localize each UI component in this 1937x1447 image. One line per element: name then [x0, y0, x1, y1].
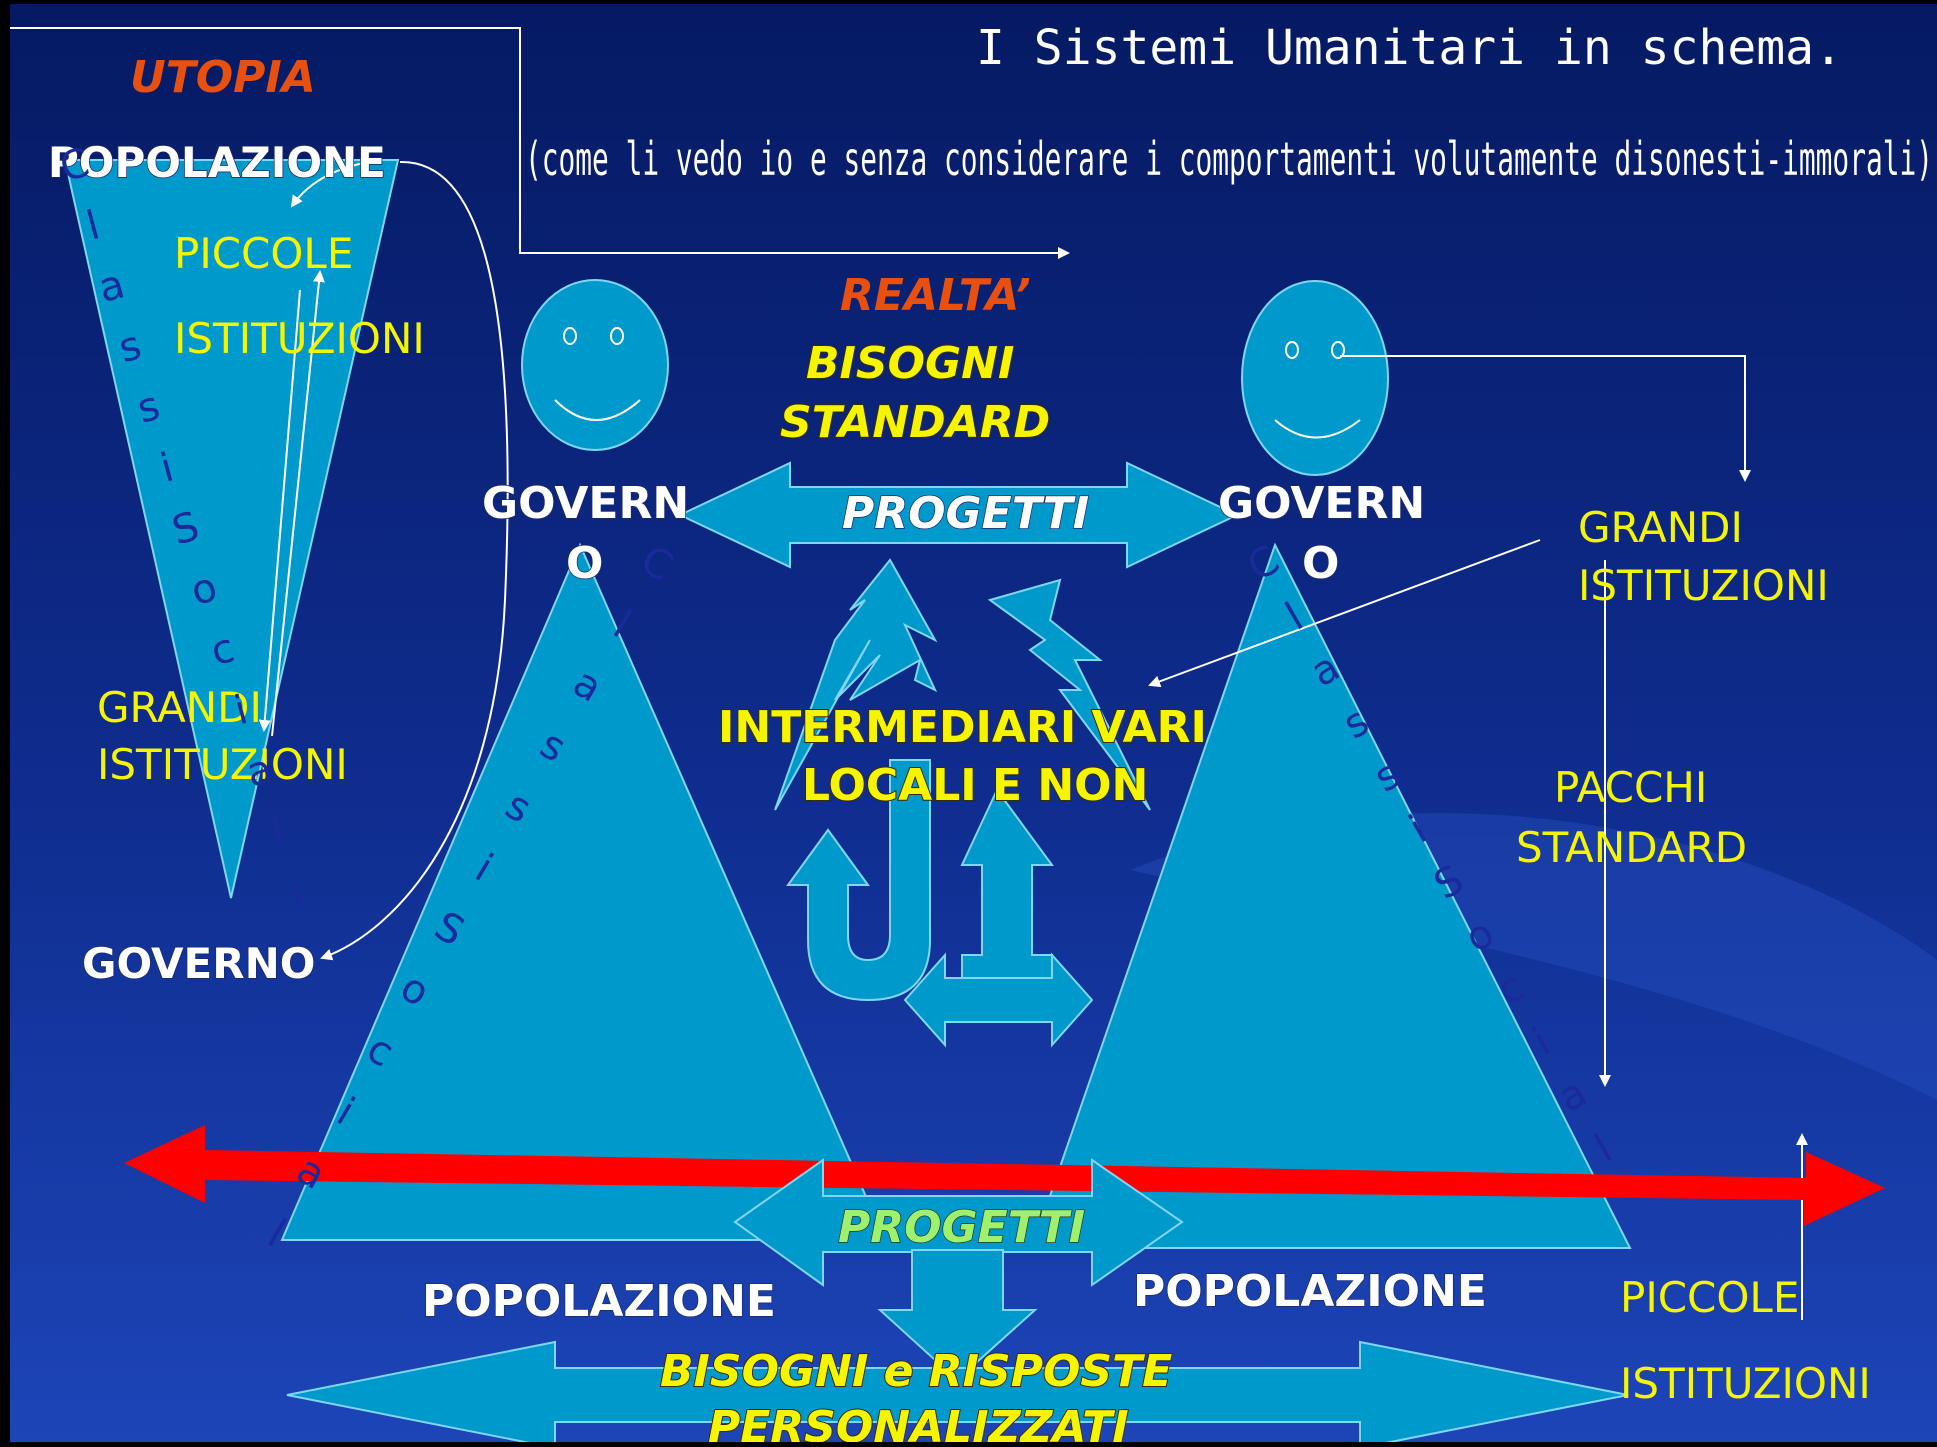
reality-heading: REALTA’ — [840, 270, 1031, 321]
bottom-personalized-double-arrow — [286, 1340, 1629, 1447]
utopia-to-reality-arrow — [10, 27, 1070, 259]
utopia-small-inst-2: ISTITUZIONI — [174, 314, 425, 363]
down-arrow-to-big-inst — [258, 289, 301, 732]
big-inst-to-intermediaries-arrow — [1148, 539, 1541, 688]
left-head-smile-icon — [554, 399, 641, 421]
left-government-label-1: GOVERN — [482, 478, 689, 529]
utopia-big-inst-1: GRANDI — [97, 683, 262, 732]
right-head-eye-icon — [1331, 341, 1345, 359]
population-to-small-inst-arrow — [290, 159, 383, 208]
reality-big-inst-2: ISTITUZIONI — [1578, 561, 1829, 610]
up-arrow-to-small-inst — [271, 270, 325, 737]
reality-small-inst-2: ISTITUZIONI — [1620, 1359, 1871, 1408]
left-head-eye-icon — [610, 327, 624, 345]
right-government-head — [1241, 280, 1389, 476]
intermediaries-label-1: INTERMEDIARI VARI — [718, 702, 1207, 753]
standard-packages-1: PACCHI — [1554, 763, 1707, 812]
standard-needs-2: STANDARD — [780, 397, 1050, 448]
left-population-label: POPOLAZIONE — [422, 1276, 776, 1327]
utopia-government-label: GOVERNO — [82, 939, 315, 988]
lightning-bolt-right-icon — [987, 578, 1151, 811]
title-line-1: I Sistemi Umanitari in schema. — [976, 20, 1843, 76]
standard-needs-1: BISOGNI — [806, 338, 1014, 389]
reality-big-inst-1: GRANDI — [1578, 503, 1743, 552]
right-population-label: POPOLAZIONE — [1133, 1266, 1487, 1317]
head-to-big-inst-arrow — [1340, 355, 1751, 482]
right-pyramid — [1030, 542, 1632, 1249]
standard-packages-2: STANDARD — [1516, 823, 1747, 872]
personalized-needs-1: BISOGNI e RISPOSTE — [660, 1346, 1172, 1397]
right-head-smile-icon — [1274, 419, 1361, 439]
right-head-eye-icon — [1285, 341, 1299, 359]
intermediaries-label-2: LOCALI E NON — [802, 760, 1148, 811]
down-block-arrow — [877, 1249, 1038, 1382]
top-projects-double-arrow — [677, 461, 1240, 569]
utopia-big-inst-2: ISTITUZIONI — [97, 740, 348, 789]
bottom-projects-double-arrow — [733, 1158, 1184, 1287]
utopia-inverted-triangle — [63, 159, 400, 899]
utopia-population-label: POPOLAZIONE — [48, 138, 386, 187]
bottom-projects-label: PROGETTI — [838, 1202, 1085, 1253]
reality-small-inst-1: PICCOLE — [1620, 1273, 1799, 1322]
right-government-label-1: GOVERN — [1218, 478, 1425, 529]
utopia-small-inst-1: PICCOLE — [174, 229, 353, 278]
title-line-2: (come li vedo io e senza considerare i c… — [525, 132, 1933, 186]
left-head-eye-icon — [563, 327, 577, 345]
left-government-head — [521, 279, 669, 451]
red-double-arrow — [124, 1125, 1885, 1226]
right-government-label-2: O — [1302, 538, 1339, 589]
top-projects-label: PROGETTI — [842, 488, 1089, 539]
personalized-needs-2: PERSONALIZZATI — [708, 1402, 1129, 1442]
utopia-heading: UTOPIA — [130, 52, 316, 103]
u-turn-arrow-icon — [786, 759, 931, 1002]
lightning-bolt-left-icon — [774, 558, 938, 811]
middle-double-arrow — [903, 952, 1094, 1048]
left-pyramid — [280, 542, 887, 1241]
population-to-government-curve — [320, 160, 509, 961]
left-government-label-2: O — [566, 538, 603, 589]
